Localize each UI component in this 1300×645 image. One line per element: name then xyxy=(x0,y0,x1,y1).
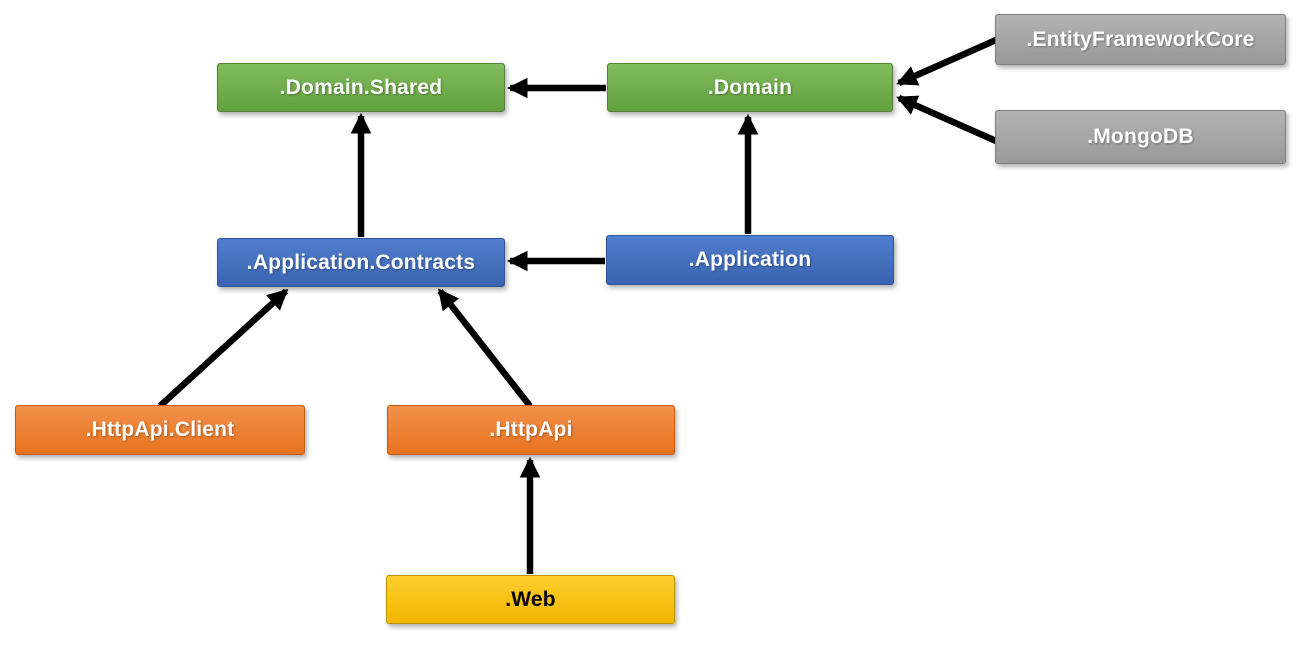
node-label-entity-framework-core: .EntityFrameworkCore xyxy=(1026,27,1255,51)
arrow-entity-framework-core-to-domain xyxy=(896,37,998,86)
node-label-application-contracts: .Application.Contracts xyxy=(246,250,476,274)
node-label-domain: .Domain xyxy=(707,75,793,99)
arrow-httpapi-client-to-application-contracts xyxy=(157,288,289,409)
node-label-mongodb: .MongoDB xyxy=(1087,125,1194,148)
node-application: .Application xyxy=(606,235,894,285)
node-entity-framework-core: .EntityFrameworkCore xyxy=(995,14,1286,65)
arrow-httpapi-to-application-contracts xyxy=(437,288,533,409)
node-label-application: .Application xyxy=(688,248,812,271)
node-label-domain-shared: .Domain.Shared xyxy=(279,75,443,99)
node-label-web: .Web xyxy=(505,587,556,611)
node-httpapi-client: .HttpApi.Client xyxy=(15,405,305,455)
node-application-contracts: .Application.Contracts xyxy=(217,238,505,287)
node-web: .Web xyxy=(386,575,675,624)
node-label-httpapi-client: .HttpApi.Client xyxy=(85,418,235,441)
node-httpapi: .HttpApi xyxy=(387,405,675,455)
arrow-mongodb-to-domain xyxy=(896,95,998,144)
node-domain: .Domain xyxy=(607,63,893,112)
node-label-httpapi: .HttpApi xyxy=(489,418,573,441)
node-mongodb: .MongoDB xyxy=(995,110,1286,164)
node-domain-shared: .Domain.Shared xyxy=(217,63,505,112)
